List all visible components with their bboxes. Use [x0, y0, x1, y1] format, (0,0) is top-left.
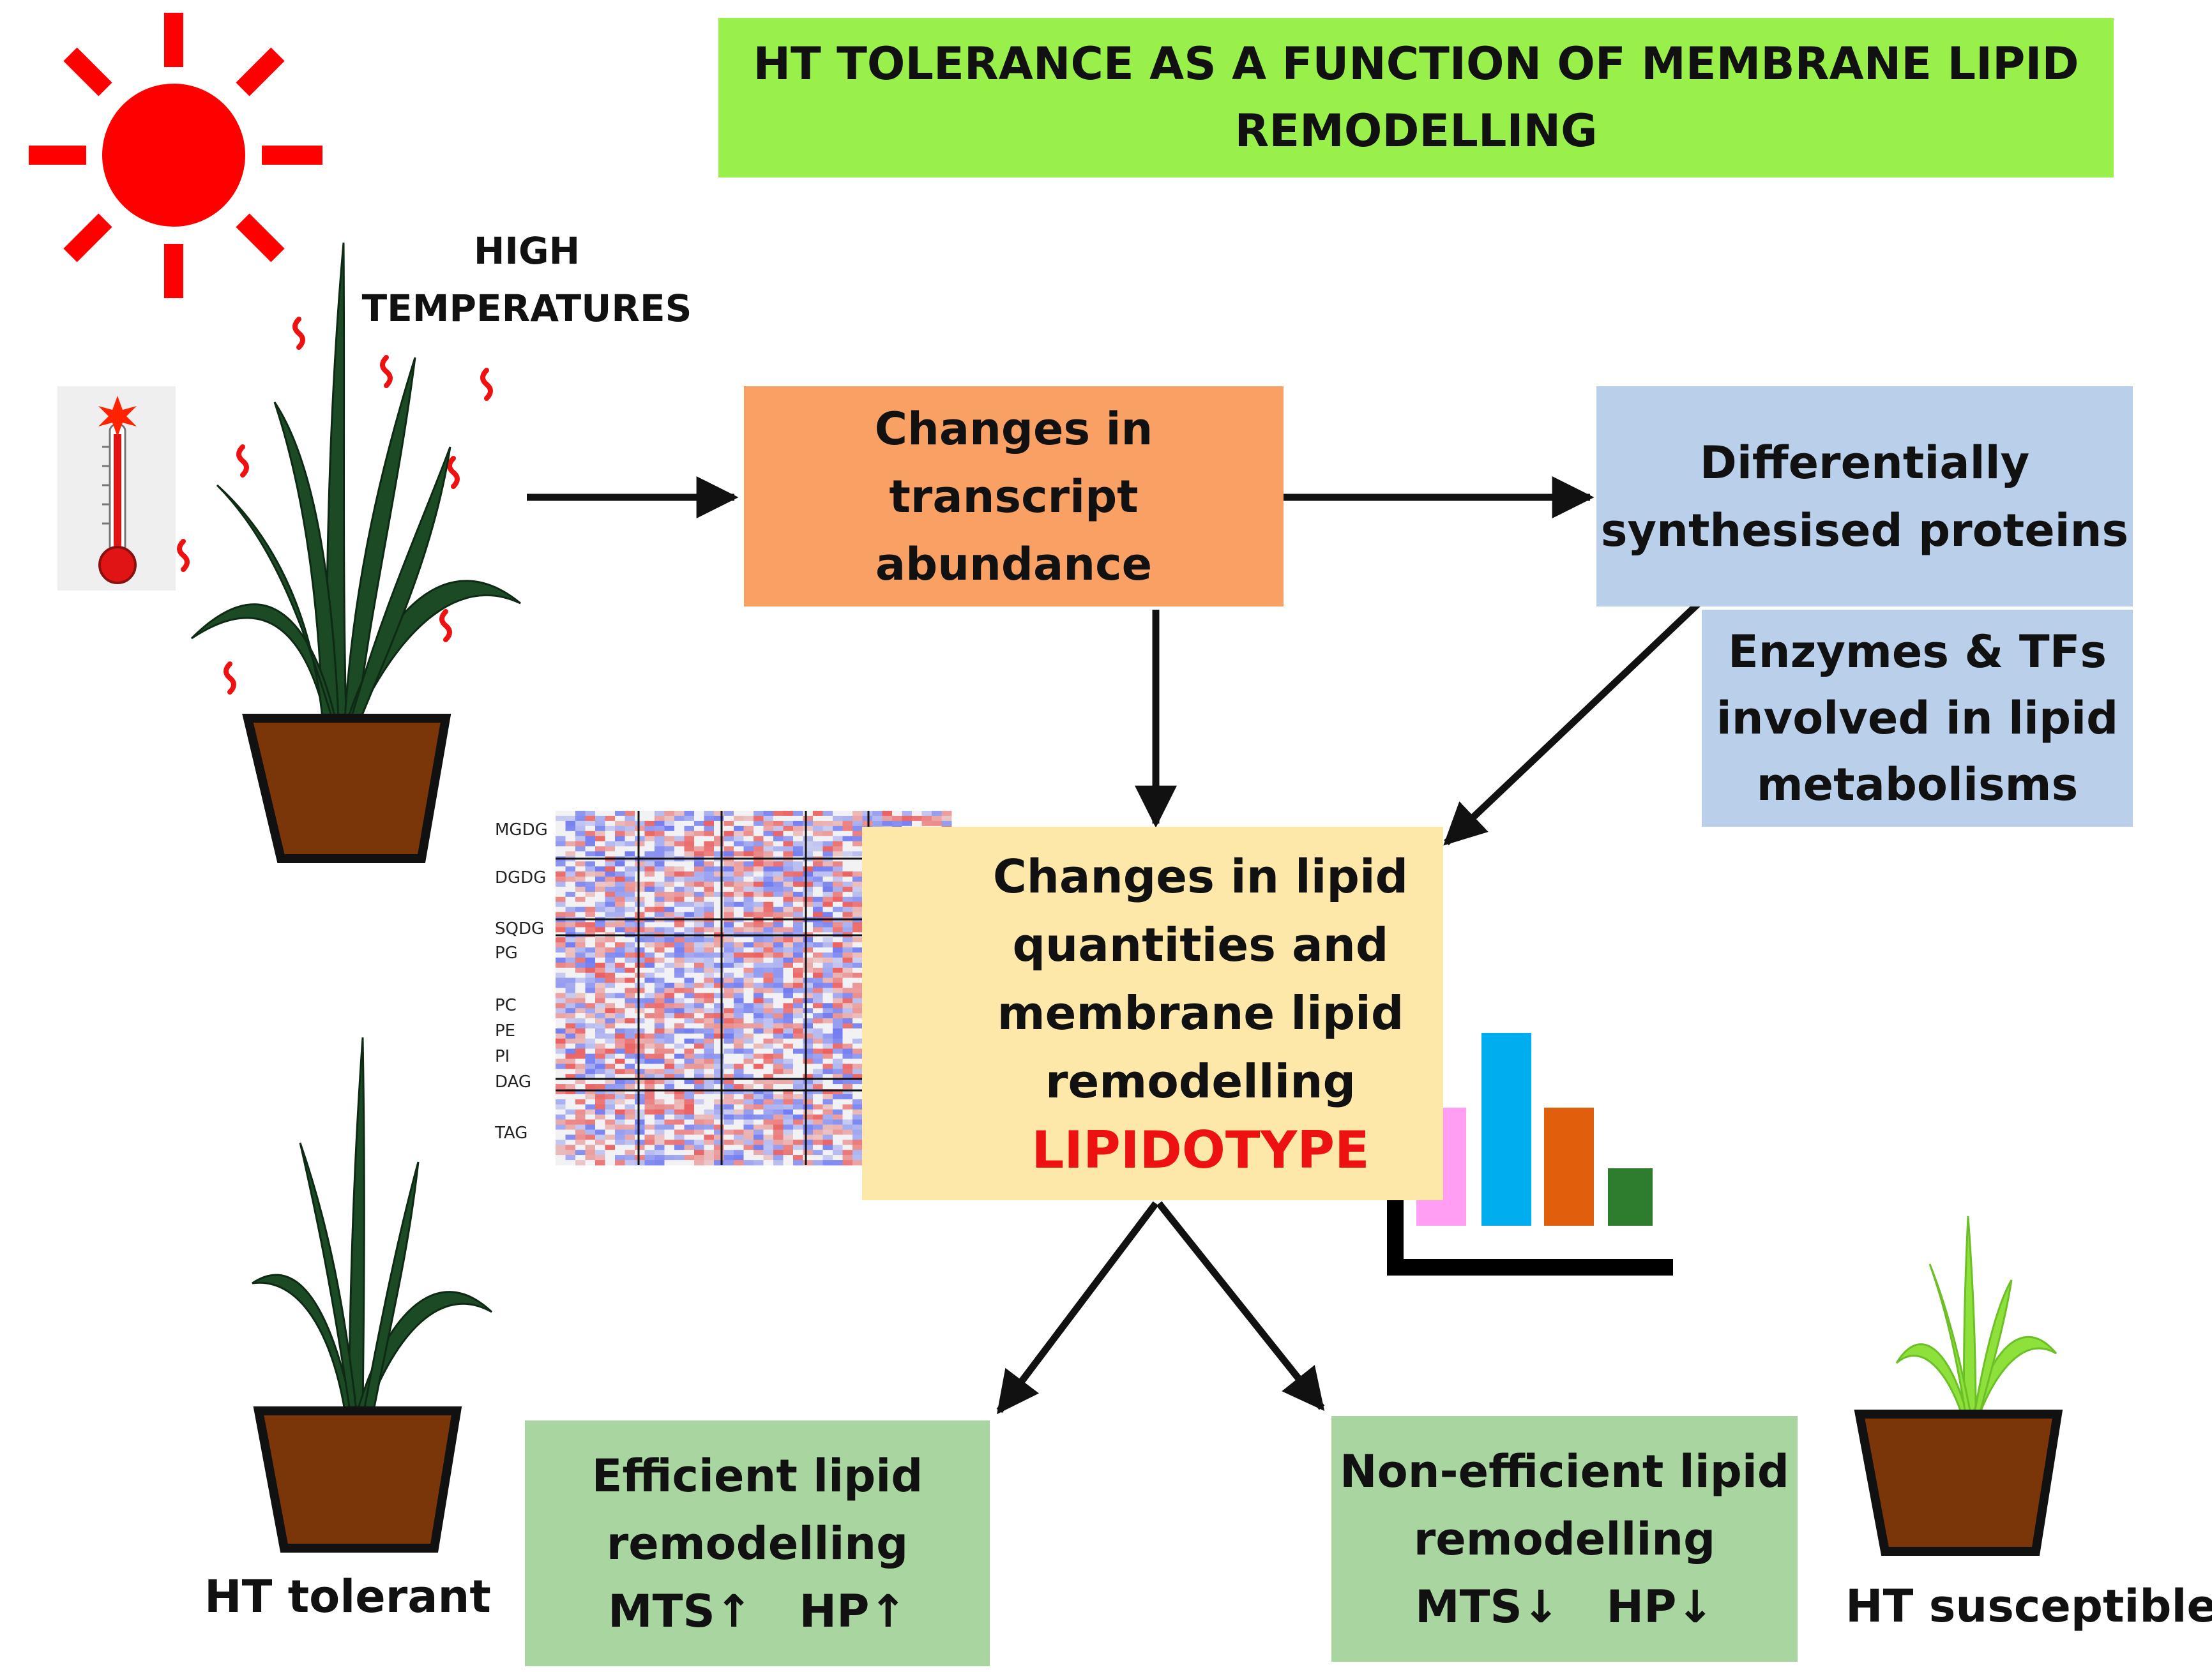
- enzymes-line-2: involved in lipid: [1716, 692, 2119, 744]
- high-temperatures-label: HIGH TEMPERATURES: [351, 222, 702, 337]
- non-efficient-line-1: Non-efficient lipid: [1340, 1445, 1789, 1498]
- stress-label-line-1: HIGH: [473, 229, 580, 273]
- ht-susceptible-label: HT susceptible: [1845, 1580, 2212, 1632]
- sun-icon: [29, 13, 322, 298]
- heatmap-label-mgdg: MGDG: [495, 820, 548, 840]
- thermometer-icon: [57, 386, 176, 591]
- efficient-line-1: Efficient lipid: [591, 1449, 923, 1502]
- heatmap-label-tag: TAG: [495, 1124, 528, 1143]
- heat-waves-icon: [177, 317, 493, 695]
- title-line-2: REMODELLING: [1234, 105, 1598, 157]
- heatmap-label-pc: PC: [495, 996, 517, 1015]
- stress-label-line-2: TEMPERATURES: [361, 287, 692, 330]
- enzymes-line-1: Enzymes & TFs: [1727, 626, 2107, 678]
- heatmap-label-dag: DAG: [495, 1073, 532, 1092]
- non-efficient-remodelling-box: Non-efficient lipid remodelling MTS↓ HP↓: [1331, 1416, 1798, 1662]
- title-banner: HT TOLERANCE AS A FUNCTION OF MEMBRANE L…: [718, 18, 2114, 177]
- efficient-line-3: MTS↑ HP↑: [607, 1585, 907, 1638]
- bar-icon-3: [1544, 1108, 1594, 1226]
- efficient-line-2: remodelling: [606, 1517, 909, 1570]
- lipidotype-label: LIPIDOTYPE: [1031, 1120, 1370, 1180]
- efficient-remodelling-box: Efficient lipid remodelling MTS↑ HP↑: [525, 1420, 990, 1666]
- non-efficient-line-3: MTS↓ HP↓: [1414, 1580, 1715, 1633]
- synthesised-proteins-box: Differentially synthesised proteins: [1596, 386, 2133, 606]
- title-line-1: HT TOLERANCE AS A FUNCTION OF MEMBRANE L…: [753, 38, 2079, 90]
- enzymes-tfs-box: Enzymes & TFs involved in lipid metaboli…: [1702, 610, 2133, 827]
- proteins-line-1: Differentially: [1699, 436, 2030, 489]
- transcript-line-2: abundance: [875, 538, 1153, 591]
- tolerant-plant-icon: [252, 1037, 493, 1553]
- transcript-abundance-box: Changes in transcript abundance: [744, 386, 1284, 606]
- heatmap-label-dgdg: DGDG: [495, 868, 547, 887]
- heatmap-label-pi: PI: [495, 1047, 510, 1066]
- flow-arrows: [527, 476, 1701, 1415]
- heatmap-label-pg: PG: [495, 944, 518, 963]
- lipid-line-1: Changes in lipid: [992, 850, 1409, 903]
- heatmap-label-pe: PE: [495, 1021, 516, 1041]
- non-efficient-line-2: remodelling: [1413, 1512, 1716, 1565]
- transcript-line-1: Changes in transcript: [874, 402, 1153, 523]
- lipid-line-2: quantities and: [1012, 918, 1389, 972]
- lipid-line-4: remodelling: [1045, 1055, 1356, 1108]
- susceptible-plant-icon: [1854, 1216, 2063, 1556]
- bar-icon-2: [1481, 1033, 1531, 1226]
- proteins-line-2: synthesised proteins: [1600, 504, 2129, 557]
- enzymes-line-3: metabolisms: [1756, 758, 2079, 811]
- lipid-remodelling-box: Changes in lipid quantities and membrane…: [862, 827, 1443, 1200]
- ht-tolerant-label: HT tolerant: [204, 1570, 491, 1623]
- bar-icon-4: [1608, 1168, 1653, 1226]
- heatmap-label-sqdg: SQDG: [495, 919, 545, 938]
- stressed-plant-icon: [190, 242, 521, 863]
- lipid-line-3: membrane lipid: [997, 986, 1404, 1040]
